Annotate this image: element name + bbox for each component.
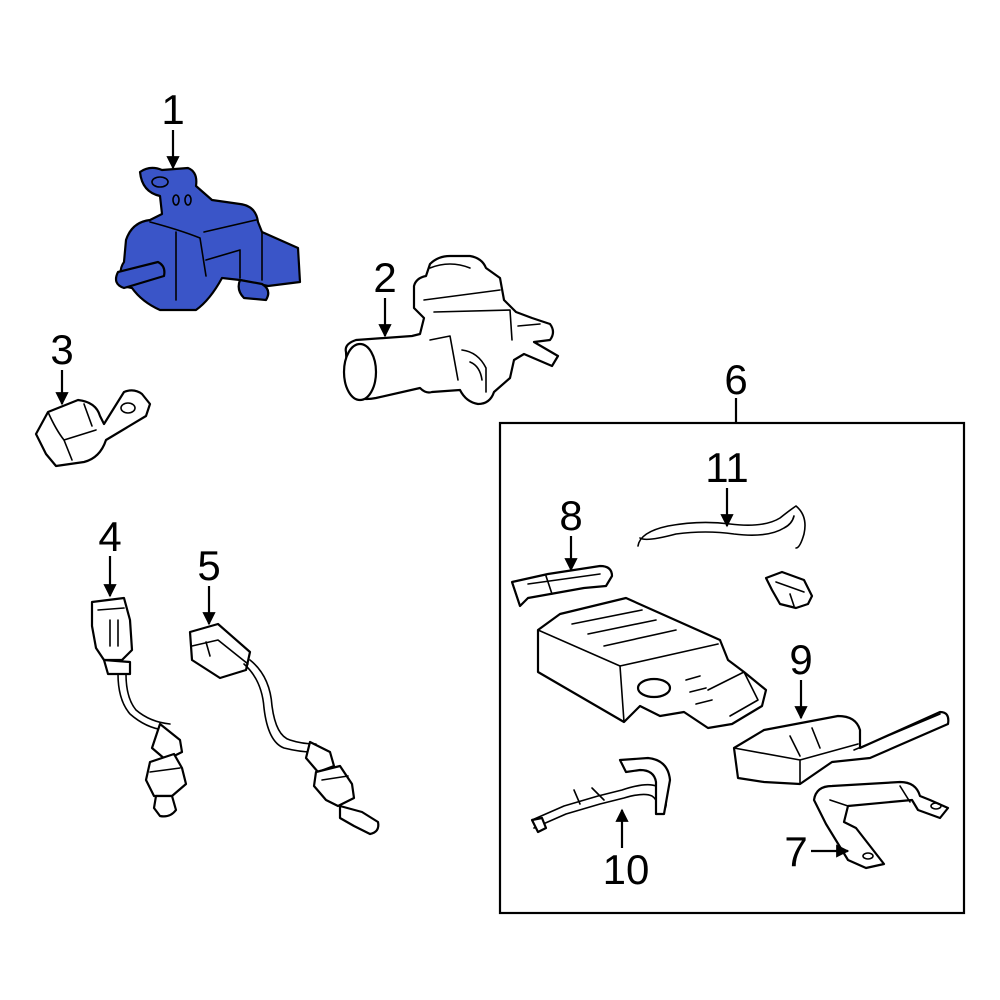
callout-11: 11 [705, 444, 749, 491]
part-11-hose[interactable] [637, 505, 806, 549]
callout-8: 8 [559, 492, 582, 539]
callout-labels: 1 2 3 4 5 6 7 8 9 10 11 [50, 86, 812, 893]
callout-1: 1 [161, 86, 184, 133]
part-1-vacuum-valve[interactable] [114, 166, 302, 312]
callout-10: 10 [603, 846, 650, 893]
callout-5: 5 [197, 542, 220, 589]
callout-6: 6 [724, 356, 747, 403]
callout-4: 4 [98, 513, 121, 560]
part-8-bracket[interactable] [510, 564, 614, 608]
part-10-sensor[interactable] [530, 756, 672, 834]
part-9-filter[interactable] [732, 710, 950, 786]
part-5-oxygen-sensor[interactable] [188, 622, 380, 836]
part-2-purge-valve[interactable] [342, 254, 560, 406]
callout-2: 2 [373, 254, 396, 301]
part-3-knock-sensor[interactable] [34, 389, 152, 468]
charcoal-canister[interactable] [536, 596, 768, 730]
leader-lines [55, 130, 850, 858]
part-4-oxygen-sensor[interactable] [90, 596, 188, 818]
callout-7: 7 [784, 828, 807, 875]
part-6-group-box [498, 421, 966, 915]
hose-fitting[interactable] [764, 570, 814, 610]
callout-9: 9 [789, 636, 812, 683]
part-7-bracket[interactable] [812, 780, 950, 870]
callout-3: 3 [50, 326, 73, 373]
